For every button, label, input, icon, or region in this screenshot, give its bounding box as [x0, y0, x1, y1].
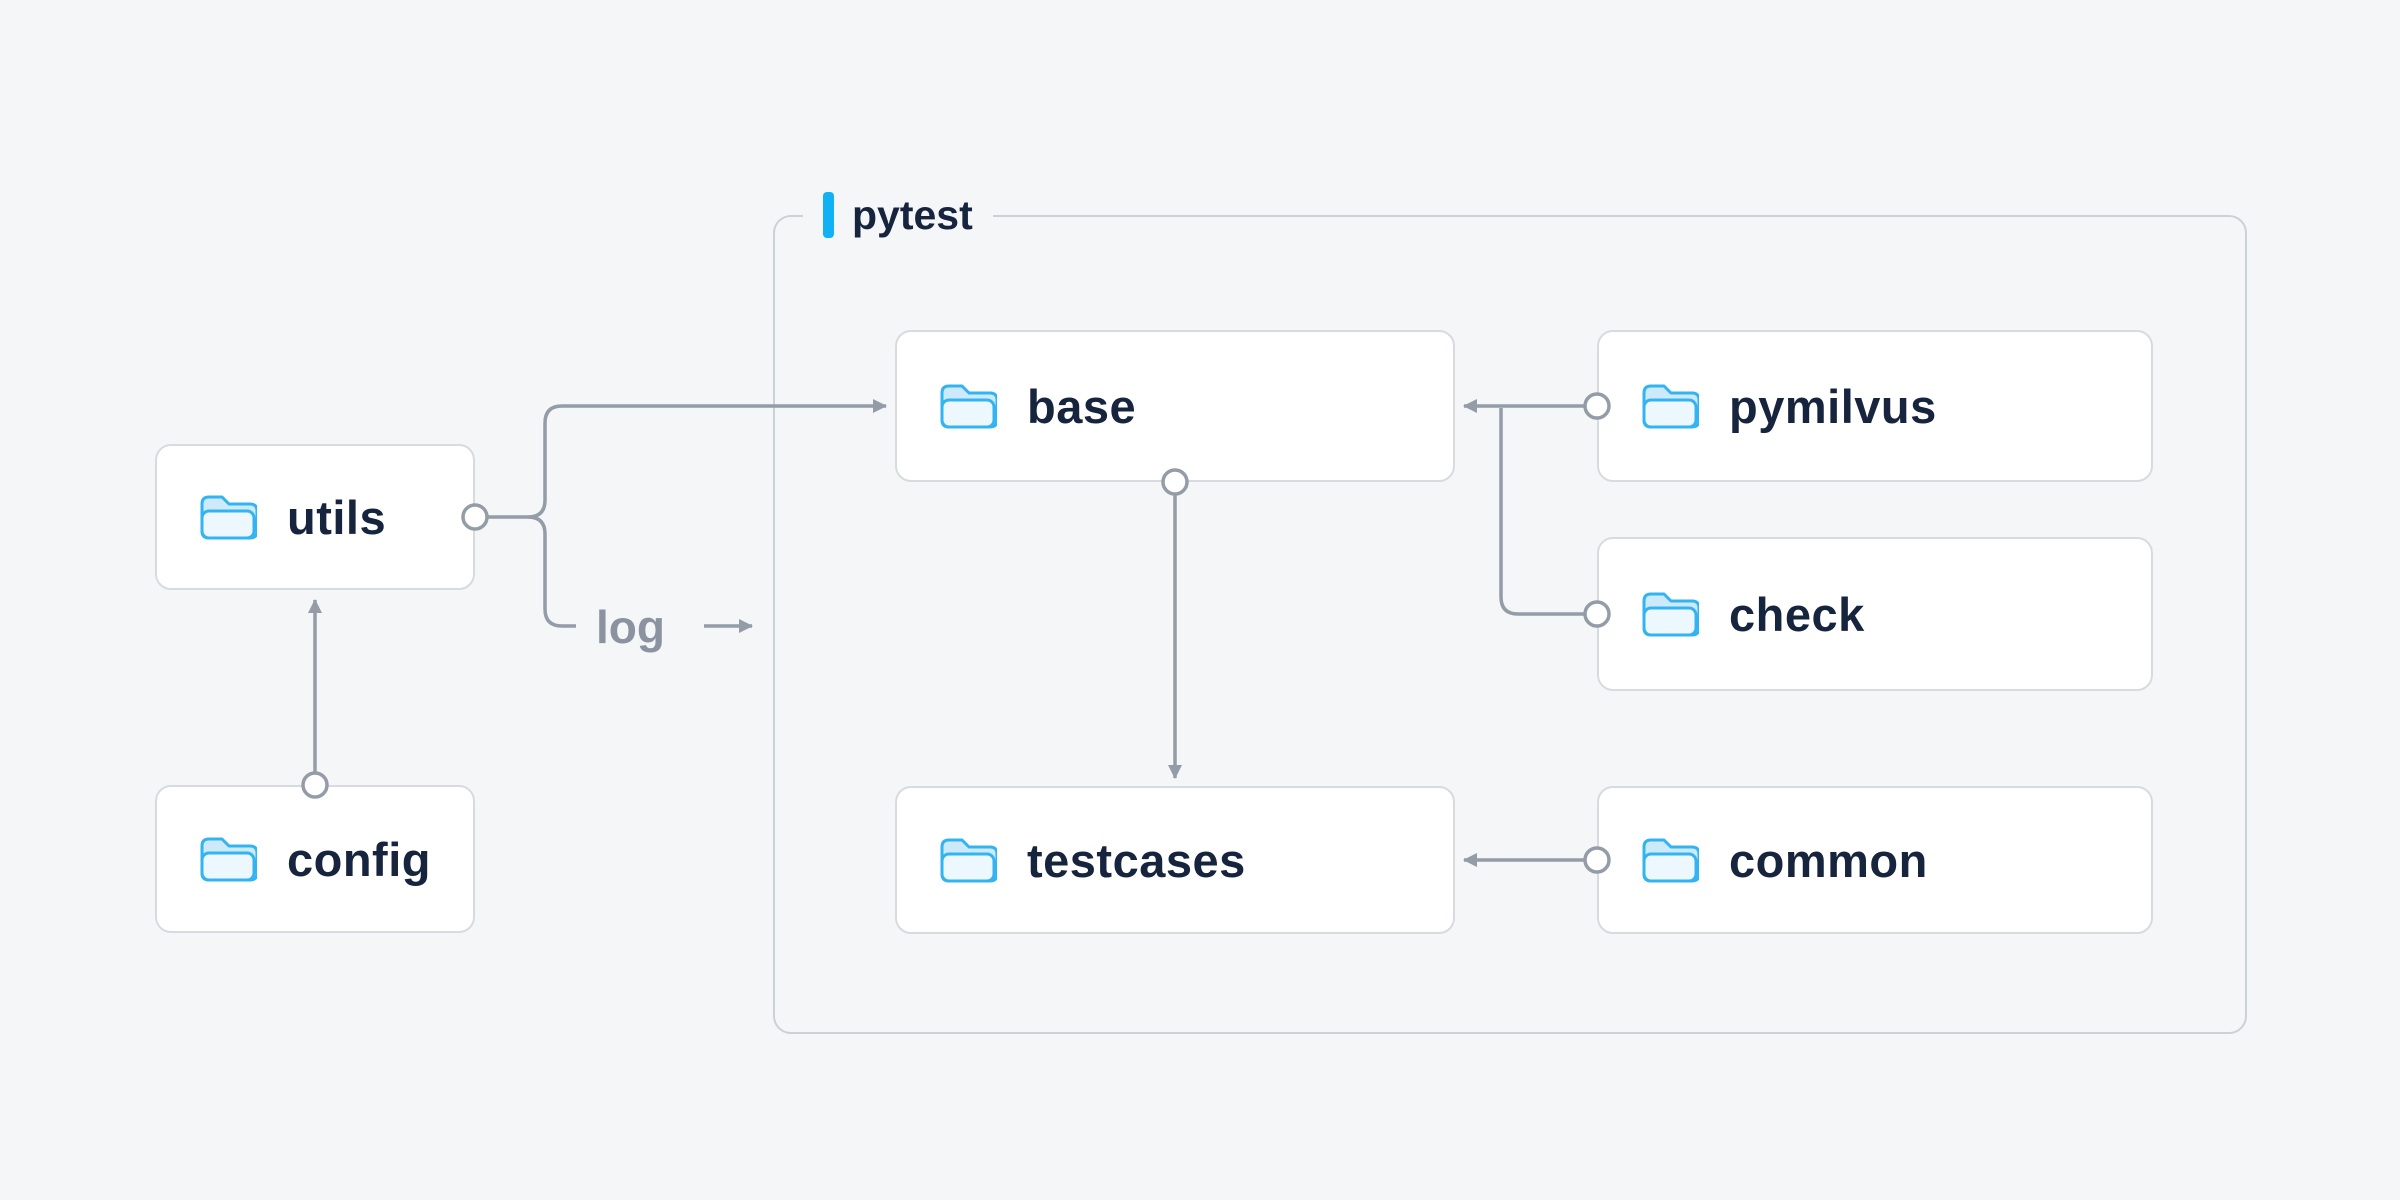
node-label: check [1729, 587, 1865, 641]
node-utils: utils [155, 444, 475, 590]
node-config: config [155, 785, 475, 933]
edge-label-log: log [596, 601, 665, 653]
folder-icon [940, 384, 997, 428]
node-common: common [1597, 786, 2153, 934]
node-label: utils [287, 490, 387, 544]
node-label: testcases [1027, 833, 1246, 887]
node-label: config [287, 832, 431, 886]
node-label: common [1729, 833, 1928, 887]
folder-icon [1642, 384, 1699, 428]
accent-bar-icon [823, 192, 834, 238]
node-pymilvus: pymilvus [1597, 330, 2153, 482]
folder-icon [940, 838, 997, 882]
folder-icon [200, 837, 257, 881]
group-title: pytest [852, 191, 973, 238]
node-label: pymilvus [1729, 379, 1937, 433]
pytest-group-label: pytest [803, 185, 993, 245]
node-check: check [1597, 537, 2153, 691]
edge-utils-log [527, 515, 576, 628]
node-label: base [1027, 379, 1137, 433]
folder-icon [200, 495, 257, 539]
pytest-group-box [773, 215, 2247, 1034]
node-testcases: testcases [895, 786, 1455, 934]
folder-icon [1642, 592, 1699, 636]
node-base: base [895, 330, 1455, 482]
folder-icon [1642, 838, 1699, 882]
